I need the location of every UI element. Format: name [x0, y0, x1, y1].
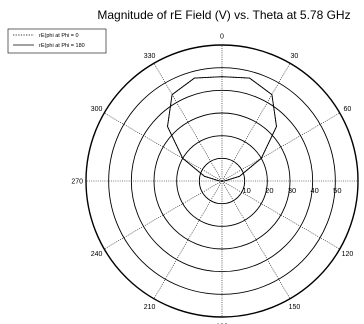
radial-tick-40: 40 — [310, 186, 318, 195]
angle-tick-240: 240 — [91, 251, 103, 258]
ring-20 — [176, 135, 268, 227]
angle-tick-30: 30 — [291, 53, 299, 60]
legend: rE(phi at Phi = 0 rE(phi at Phi = 180 — [7, 28, 107, 54]
outer-ring — [85, 44, 359, 318]
series-layer — [167, 76, 277, 182]
polar-grid — [85, 44, 359, 318]
axis-labels: 030601201501802102402703003301020304050 — [71, 34, 353, 324]
angle-tick-0: 0 — [220, 34, 224, 41]
chart-title: Magnitude of rE Field (V) vs. Theta at 5… — [97, 8, 350, 22]
radial-tick-30: 30 — [288, 186, 296, 195]
angle-tick-60: 60 — [344, 106, 352, 113]
series-1 — [167, 76, 277, 182]
radial-tick-50: 50 — [333, 186, 341, 195]
radial-tick-10: 10 — [242, 186, 250, 195]
ring-30 — [153, 112, 291, 250]
legend-label-phi-0: rE(phi at Phi = 0 — [39, 33, 79, 39]
angle-tick-300: 300 — [91, 106, 103, 113]
radial-tick-20: 20 — [265, 186, 273, 195]
angle-tick-270: 270 — [71, 179, 83, 186]
angle-tick-210: 210 — [144, 304, 156, 311]
angle-tick-330: 330 — [144, 53, 156, 60]
legend-label-phi-180: rE(phi at Phi = 180 — [39, 43, 85, 49]
angle-tick-120: 120 — [342, 251, 354, 258]
ring-10 — [198, 157, 246, 205]
angle-tick-150: 150 — [289, 304, 301, 311]
ring-50 — [108, 67, 336, 295]
legend-box — [7, 28, 107, 54]
ring-40 — [130, 89, 314, 273]
